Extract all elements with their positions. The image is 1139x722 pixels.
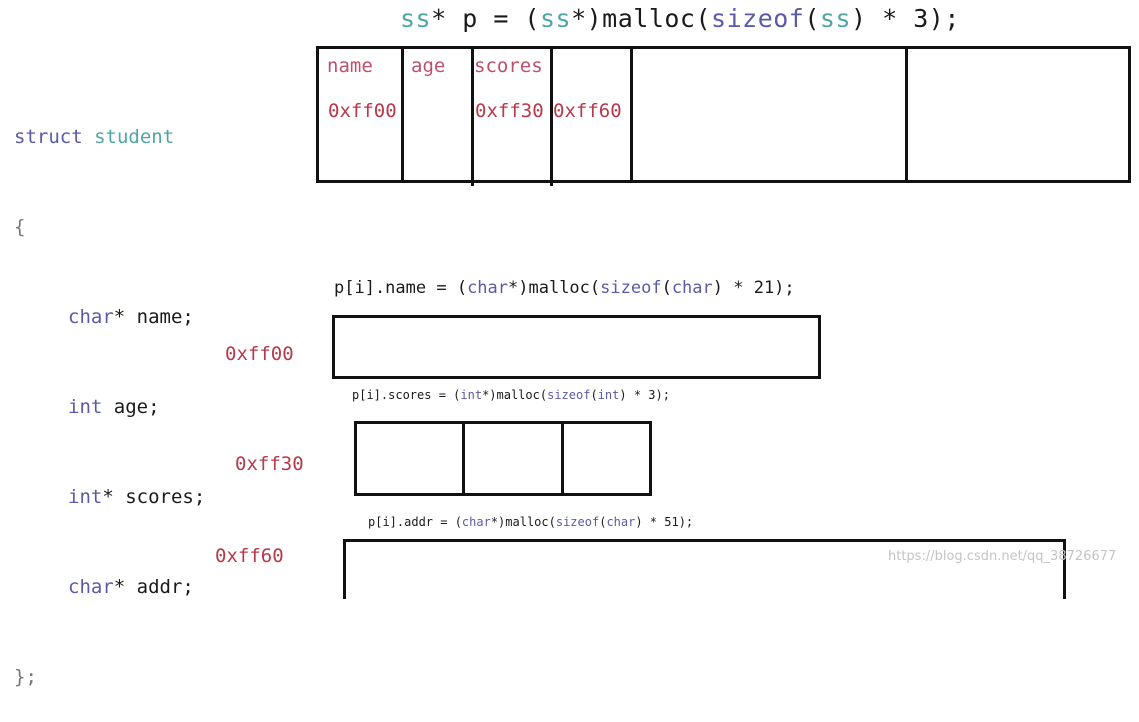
array-malloc-code: ss* p = (ss*)malloc(sizeof(ss) * 3); <box>400 4 960 33</box>
code-text: ( <box>661 278 672 298</box>
cell-divider <box>401 49 404 180</box>
scores-malloc-code: p[i].scores = (int*)malloc(sizeof(int) *… <box>352 388 670 402</box>
int-cell-divider <box>462 424 465 493</box>
field-label-name: name <box>327 55 373 77</box>
scores-block-address: 0xff30 <box>235 453 304 475</box>
code-keyword: sizeof <box>711 4 805 33</box>
struct-header: struct student <box>14 122 205 152</box>
field-label-scores: scores <box>474 55 543 77</box>
code-keyword: sizeof <box>600 278 662 298</box>
struct-divider <box>905 49 908 180</box>
field-name: age; <box>102 396 160 418</box>
int-cell-divider <box>561 424 564 493</box>
code-type: int <box>597 388 620 402</box>
field-label-age: age <box>411 55 446 77</box>
name-block-address: 0xff00 <box>225 343 294 365</box>
code-text: ( <box>804 4 820 33</box>
struct-array-memory: name age scores 0xff00 0xff30 0xff60 <box>316 46 1131 186</box>
code-text: p[i].addr = ( <box>368 515 462 529</box>
code-text: p[i].scores = ( <box>352 388 461 402</box>
name-malloc-code: p[i].name = (char*)malloc(sizeof(char) *… <box>334 278 795 298</box>
close-brace: }; <box>14 666 37 688</box>
field-name: * name; <box>113 306 194 328</box>
struct-field: int* scores; <box>14 482 205 512</box>
struct-field: int age; <box>14 392 205 422</box>
code-text: *)malloc( <box>490 515 556 529</box>
code-text: ) * 3); <box>851 4 960 33</box>
struct-divider <box>630 49 633 180</box>
field-name: * scores; <box>102 486 206 508</box>
code-text: *)malloc( <box>571 4 712 33</box>
code-type: ss <box>539 4 572 33</box>
code-text: *)malloc( <box>482 388 548 402</box>
field-type: char <box>68 306 114 328</box>
code-text: ) * 21); <box>712 278 795 298</box>
code-text: *)malloc( <box>508 278 601 298</box>
code-type: char <box>467 278 509 298</box>
cell-divider <box>550 49 553 186</box>
struct-name: student <box>94 126 175 148</box>
code-text: ) * 3); <box>619 388 670 402</box>
addr-block-address: 0xff60 <box>215 545 284 567</box>
watermark: https://blog.csdn.net/qq_38726677 <box>888 549 1117 564</box>
code-type: char <box>671 278 713 298</box>
cell-divider <box>471 49 474 186</box>
open-brace: { <box>14 216 26 238</box>
struct-definition: struct student { char* name; int age; in… <box>14 62 205 722</box>
name-memory-block <box>332 315 821 379</box>
struct-field: char* name; <box>14 302 205 332</box>
code-type: ss <box>819 4 852 33</box>
addr-memory-block <box>343 539 1066 599</box>
code-keyword: sizeof <box>555 515 600 529</box>
addr-pointer-value: 0xff60 <box>553 100 622 122</box>
code-text: ( <box>599 515 607 529</box>
code-keyword: struct <box>14 126 83 148</box>
field-type: char <box>68 576 114 598</box>
code-type: int <box>460 388 483 402</box>
field-type: int <box>68 396 103 418</box>
field-type: int <box>68 486 103 508</box>
code-text: p[i].name = ( <box>334 278 468 298</box>
code-type: char <box>461 515 491 529</box>
code-text: ) * 51); <box>635 515 694 529</box>
code-type: ss <box>400 4 432 33</box>
code-type: char <box>606 515 636 529</box>
code-text: * p = ( <box>431 4 540 33</box>
code-text: ( <box>590 388 598 402</box>
scores-memory-block <box>354 421 652 496</box>
addr-malloc-code: p[i].addr = (char*)malloc(sizeof(char) *… <box>368 515 693 529</box>
scores-pointer-value: 0xff30 <box>475 100 544 122</box>
field-name: * addr; <box>113 576 194 598</box>
code-keyword: sizeof <box>547 388 591 402</box>
name-pointer-value: 0xff00 <box>328 100 397 122</box>
